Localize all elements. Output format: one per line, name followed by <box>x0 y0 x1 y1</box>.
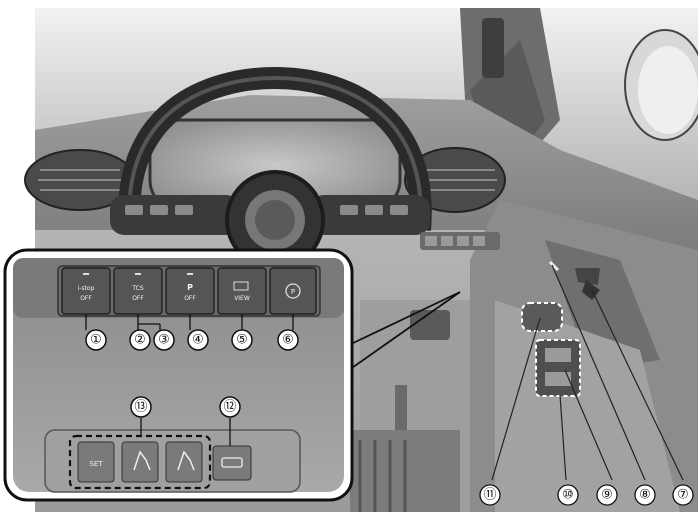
button-4-bottom-label: OFF <box>184 295 196 302</box>
steering-wheel <box>110 66 432 270</box>
callout-11: ⑪ <box>483 488 496 503</box>
callout-4: ④ <box>192 333 204 348</box>
inset-button-4: P OFF <box>165 267 215 315</box>
inset-button-5: VIEW <box>217 267 267 315</box>
callout-1: ① <box>90 333 102 348</box>
callout-6: ⑥ <box>282 333 294 348</box>
callout-10: ⑩ <box>562 488 574 503</box>
callout-13: ⑬ <box>134 400 147 415</box>
door-switch-11 <box>521 302 563 332</box>
door-switch-7 <box>582 280 600 300</box>
callout-5: ⑤ <box>236 333 248 348</box>
pillar-grip <box>482 18 504 78</box>
steering-heat-icon <box>221 457 243 468</box>
inset-panel: i-stop OFF TCS OFF P OFF VIEW P <box>3 248 354 502</box>
inset-callouts: ① ② ③ ④ ⑤ ⑥ ⑬ ⑫ <box>85 329 299 418</box>
seat-2-icon <box>177 450 195 471</box>
button-2-top-label: TCS <box>131 285 144 292</box>
inset-button-1: i-stop OFF <box>61 267 111 315</box>
door-callouts: ⑪ ⑩ ⑨ ⑧ ⑦ <box>479 484 694 506</box>
callout-9: ⑨ <box>601 488 613 503</box>
button-5-bottom-label: VIEW <box>234 295 250 302</box>
camera-icon <box>233 281 249 291</box>
callout-2: ② <box>134 333 146 348</box>
set-button-label: SET <box>89 460 103 468</box>
memory-button-2 <box>165 441 203 483</box>
callout-3: ③ <box>158 333 170 348</box>
callout-7: ⑦ <box>677 488 689 503</box>
parking-brake-icon <box>285 283 301 299</box>
memory-button-1 <box>121 441 159 483</box>
seat-1-icon <box>133 450 151 471</box>
button-4-top-label: P <box>187 283 193 292</box>
button-1-top-label: i-stop <box>78 285 95 292</box>
button-1-bottom-label: OFF <box>80 295 92 302</box>
svg-text:P: P <box>291 288 295 296</box>
button-2-bottom-label: OFF <box>132 295 144 302</box>
callout-8: ⑧ <box>639 488 651 503</box>
callout-12: ⑫ <box>223 400 236 415</box>
inset-button-2: TCS OFF <box>113 267 163 315</box>
inset-button-6: P <box>269 267 317 315</box>
set-button: SET <box>77 441 115 483</box>
heated-wheel-button <box>212 445 252 481</box>
seat-memory-group <box>68 434 212 490</box>
